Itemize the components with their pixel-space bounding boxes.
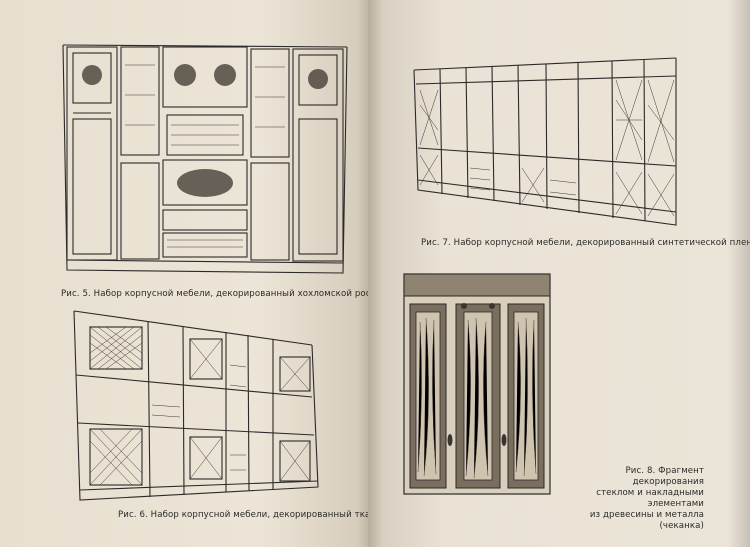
figure-6-furniture-set	[68, 305, 323, 505]
figure-5-caption: Рис. 5. Набор корпусной мебели, декориро…	[61, 289, 400, 299]
figure-8-caption-line-1: Рис. 8. Фрагмент декорирования	[625, 466, 704, 487]
figure-7-caption: Рис. 7. Набор корпусной мебели, декориро…	[421, 238, 750, 248]
right-page: Рис. 7. Набор корпусной мебели, декориро…	[368, 0, 750, 547]
figure-8-caption: Рис. 8. Фрагмент декорирования стеклом и…	[554, 466, 704, 532]
figure-8-caption-line-3: из древесины и металла (чеканка)	[589, 510, 704, 531]
figure-7-furniture-set	[410, 50, 680, 230]
figure-5-furniture-set	[55, 35, 355, 280]
figure-6-caption: Рис. 6. Набор корпусной мебели, декориро…	[118, 510, 389, 520]
left-page: Рис. 5. Набор корпусной мебели, декориро…	[0, 0, 399, 547]
figure-8-caption-line-2: стеклом и накладными элементами	[596, 488, 704, 509]
figure-8-fragment	[402, 272, 552, 497]
